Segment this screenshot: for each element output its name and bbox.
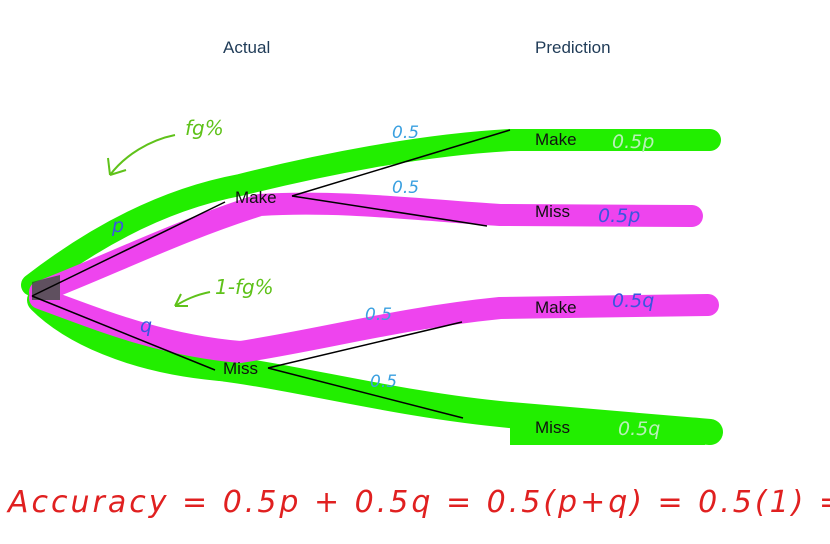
- node-actual-miss: Miss: [223, 359, 258, 378]
- magenta-band-top: [29, 192, 703, 303]
- edge-make-make: [291, 129, 511, 197]
- header-actual: Actual: [223, 38, 270, 57]
- node-pred-miss-2: Miss: [535, 418, 570, 437]
- annotation-half-2: 0.5: [392, 178, 419, 198]
- annotation-out-1: 0.5p: [612, 131, 654, 153]
- annotation-out-3: 0.5q: [612, 290, 654, 312]
- annotation-half-4: 0.5: [370, 372, 397, 392]
- annotation-half-3: 0.5: [365, 305, 392, 325]
- edge-root-miss: [31, 295, 216, 371]
- green-band-bottom: [27, 287, 723, 445]
- edge-root-make: [31, 201, 226, 297]
- annotation-out-4: 0.5q: [618, 418, 660, 440]
- node-pred-make-2: Make: [535, 298, 577, 317]
- annotation-fg-pct: fg%: [185, 116, 224, 140]
- edge-miss-miss: [267, 367, 464, 419]
- annotation-out-2: 0.5p: [598, 205, 640, 227]
- green-band-top: [21, 129, 721, 296]
- edge-make-miss: [291, 195, 488, 227]
- arrow-one-minus-fg: [174, 291, 211, 307]
- node-pred-miss-1: Miss: [535, 202, 570, 221]
- dark-overlap: [32, 275, 60, 300]
- green-band-bottom-end: [510, 410, 705, 445]
- edge-miss-make: [267, 321, 463, 369]
- magenta-band-bottom: [29, 287, 719, 363]
- arrow-fg-pct: [107, 134, 176, 176]
- header-prediction: Prediction: [535, 38, 611, 57]
- annotation-q: q: [140, 315, 152, 337]
- annotation-half-1: 0.5: [392, 123, 419, 143]
- tree-lines: [31, 129, 511, 419]
- annotation-p: p: [111, 215, 124, 237]
- node-pred-make-1: Make: [535, 130, 577, 149]
- accuracy-equation: Accuracy = 0.5p + 0.5q = 0.5(p+q) = 0.5(…: [6, 485, 830, 520]
- annotation-one-minus-fg: 1-fg%: [215, 275, 274, 299]
- node-actual-make: Make: [235, 188, 277, 207]
